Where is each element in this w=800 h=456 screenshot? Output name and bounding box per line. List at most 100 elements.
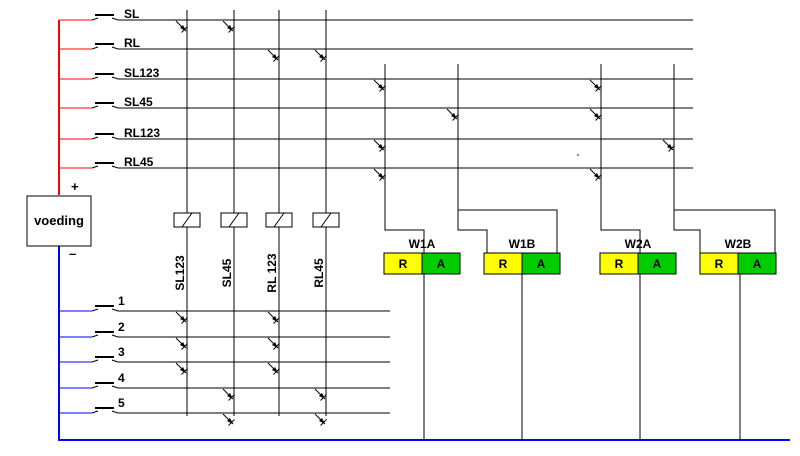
w1a-r-wire — [384, 64, 425, 253]
pushbutton-rl[interactable]: RL — [59, 36, 693, 50]
diode-icon — [589, 79, 602, 92]
contact-right — [111, 359, 119, 363]
pushbutton-rl123[interactable]: RL123 — [59, 126, 693, 140]
diode-icon — [267, 311, 280, 324]
contact-right — [111, 165, 119, 169]
w1a-a-wire — [457, 64, 488, 253]
pushbutton-label-4: 4 — [118, 371, 125, 385]
pushbutton-label-sl: SL — [124, 7, 139, 21]
diode-icon — [662, 139, 675, 152]
relay-coil-slash — [228, 212, 240, 228]
contact-right — [111, 76, 119, 80]
contact-left — [91, 359, 99, 363]
contact-left — [91, 385, 99, 389]
contact-left — [91, 165, 99, 169]
diode-icon — [175, 362, 188, 375]
diode-icon — [589, 108, 602, 121]
diode-icon — [314, 49, 327, 62]
pushbutton-label-2: 2 — [118, 320, 125, 334]
switch-a-contact — [737, 252, 777, 275]
pushbutton-label-rl45: RL45 — [124, 155, 154, 169]
pushbutton-label-1: 1 — [118, 294, 125, 308]
switch-label-w2b: W2B — [725, 237, 752, 251]
contact-left — [91, 334, 99, 338]
pushbutton-2[interactable]: 2 — [59, 320, 390, 338]
relay-label-rl45: RL45 — [312, 258, 326, 288]
contact-left — [91, 105, 99, 109]
relay-sl45: SL45 — [220, 212, 248, 287]
switch-a-contact — [637, 252, 677, 275]
pushbutton-label-sl123: SL123 — [124, 66, 160, 80]
contact-left — [91, 308, 99, 312]
contact-left — [91, 410, 99, 414]
relay-rl123: RL 123 — [265, 212, 293, 293]
diode-icon — [175, 20, 188, 33]
switch-r-label: R — [715, 257, 724, 271]
contact-right — [111, 410, 119, 414]
switch-r-label: R — [399, 257, 408, 271]
switch-a-contact — [421, 252, 461, 275]
pushbutton-label-3: 3 — [118, 345, 125, 359]
diode-icon — [222, 388, 235, 401]
w1b-link-wire — [458, 209, 558, 253]
contact-left — [91, 17, 99, 21]
pushbutton-1[interactable]: 1 — [59, 294, 390, 312]
relay-label-sl123: SL123 — [173, 255, 187, 291]
w2a-r-wire — [600, 64, 641, 253]
pushbutton-5[interactable]: 5 — [59, 396, 390, 414]
diode-icon — [267, 337, 280, 350]
contact-right — [111, 105, 119, 109]
contact-left — [91, 46, 99, 50]
contact-right — [111, 334, 119, 338]
power-supply-box — [26, 195, 92, 247]
contact-right — [111, 308, 119, 312]
pushbutton-sl45[interactable]: SL45 — [59, 95, 693, 109]
pushbutton-sl[interactable]: SL — [59, 7, 693, 21]
contact-right — [111, 17, 119, 21]
relay-coil-slash — [320, 212, 332, 228]
diode-icon — [314, 413, 327, 426]
pushbutton-sl123[interactable]: SL123 — [59, 66, 693, 80]
switch-a-label: A — [653, 257, 662, 271]
diode-icon — [175, 311, 188, 324]
switch-a-label: A — [437, 257, 446, 271]
pushbutton-label-rl123: RL123 — [124, 126, 160, 140]
contact-left — [91, 136, 99, 140]
w2a-a-wire — [673, 64, 701, 253]
diode-icon — [373, 79, 386, 92]
diode-icon — [267, 49, 280, 62]
switch-r-label: R — [499, 257, 508, 271]
diode-icon — [446, 108, 459, 121]
power-supply-minus: – — [69, 246, 76, 261]
pushbutton-label-5: 5 — [118, 396, 125, 410]
diode-icon — [589, 168, 602, 181]
contact-right — [111, 385, 119, 389]
power-supply: voeding + – — [26, 179, 92, 261]
switch-r-label: R — [615, 257, 624, 271]
pushbutton-rl45[interactable]: RL45 — [59, 155, 693, 169]
relay-coil-slash — [273, 212, 285, 228]
power-supply-plus: + — [71, 179, 79, 194]
pushbutton-3[interactable]: 3 — [59, 345, 390, 363]
switch-a-label: A — [537, 257, 546, 271]
pushbutton-label-rl: RL — [124, 36, 140, 50]
pushbutton-4[interactable]: 4 — [59, 371, 390, 389]
w2b-link-wire — [674, 209, 776, 253]
switch-a-label: A — [753, 257, 762, 271]
stray-dot — [577, 154, 579, 156]
relay-label-sl45: SL45 — [220, 258, 234, 287]
diode-icon — [314, 388, 327, 401]
bottom-button-group: 1 2 3 4 5 — [59, 294, 390, 414]
diode-icon — [373, 139, 386, 152]
diode-icon — [373, 168, 386, 181]
pushbutton-label-sl45: SL45 — [124, 95, 153, 109]
contact-right — [111, 46, 119, 50]
power-supply-label: voeding — [34, 213, 84, 228]
